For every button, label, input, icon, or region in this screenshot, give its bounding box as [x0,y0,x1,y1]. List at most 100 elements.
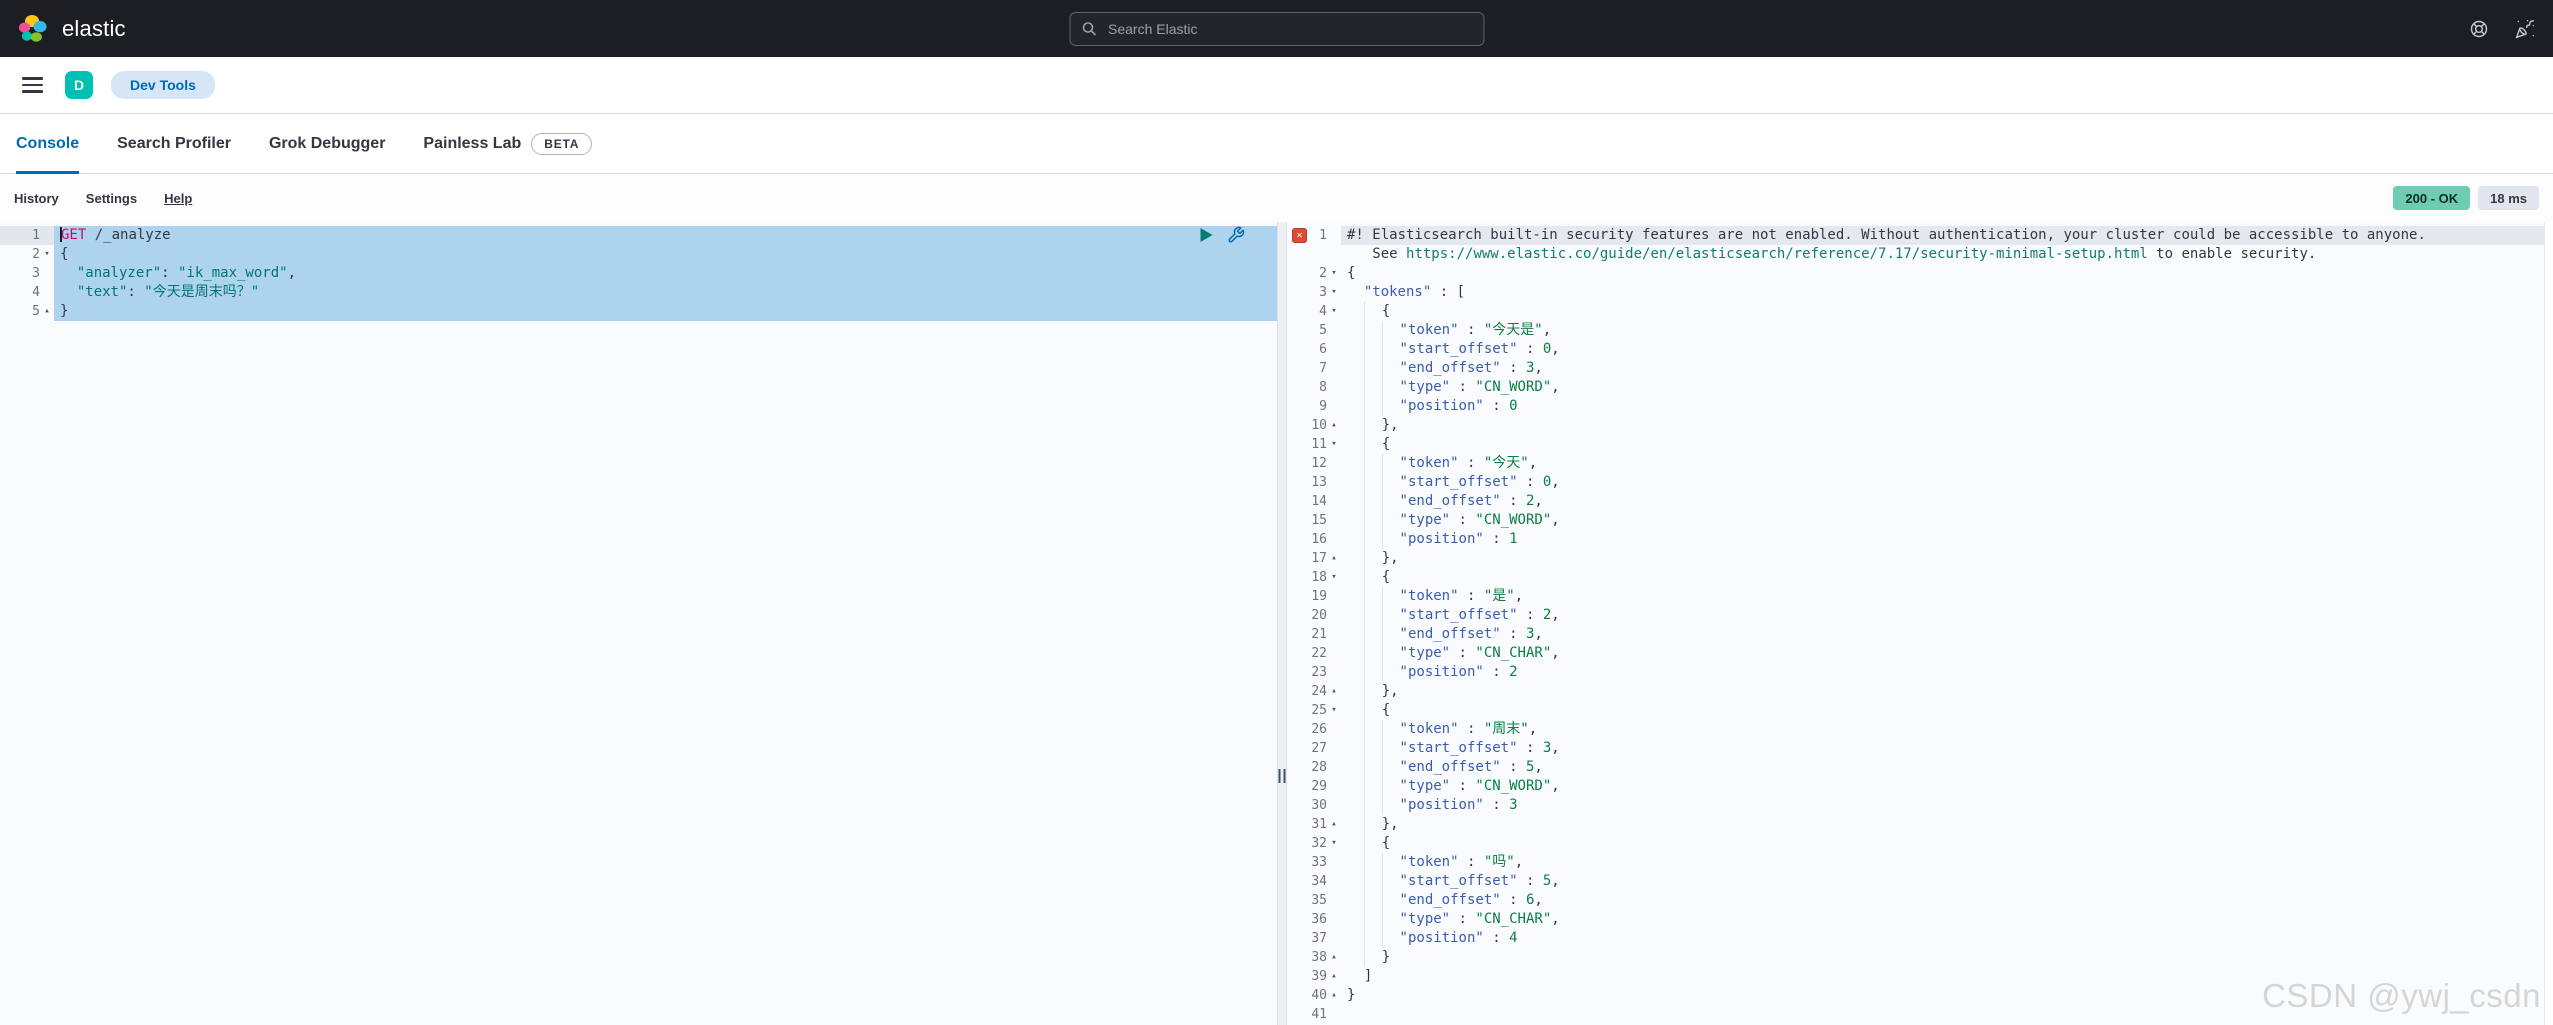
error-marker-icon: ✕ [1292,228,1307,243]
global-search[interactable] [1069,11,1484,46]
line-number: 21 [1311,627,1327,642]
code-line: 5▴} [0,302,1277,321]
fold-caret-icon[interactable]: ▴ [44,306,50,316]
response-editor[interactable]: ✕1#! Elasticsearch built-in security fea… [1287,222,2553,1025]
settings-menu-item[interactable]: Settings [85,190,138,206]
watermark: CSDN @ywj_csdn [2262,977,2541,1014]
line-number: 19 [1311,589,1327,604]
line-number: 20 [1311,608,1327,623]
line-number: 30 [1311,798,1327,813]
code-line: 9"position" : 0 [1319,397,1518,416]
code-line: 33"token" : "吗", [1311,853,1524,872]
fold-caret-icon[interactable]: ▾ [1331,838,1337,848]
help-menu-item[interactable]: Help [164,190,193,206]
code-line: 22"type" : "CN_CHAR", [1311,644,1560,663]
code-line: 30"position" : 3 [1311,796,1518,815]
line-number: 5 [1319,323,1327,338]
code-line: 19"token" : "是", [1311,587,1524,606]
line-number: 23 [1311,665,1327,680]
code-line: 18▾{ [1311,568,1391,587]
search-icon [1081,21,1097,37]
line-number: 12 [1311,456,1327,471]
line-number: 25 [1311,703,1327,718]
fold-caret-icon[interactable]: ▴ [1331,420,1337,430]
tab-search-profiler[interactable]: Search Profiler [117,134,231,152]
code-line: 8"type" : "CN_WORD", [1319,378,1560,397]
code-line: 32▾{ [1311,834,1391,853]
elastic-brand[interactable]: elastic [18,14,126,44]
code-line: 29"type" : "CN_WORD", [1311,777,1560,796]
line-number: 26 [1311,722,1327,737]
fold-caret-icon[interactable]: ▴ [1331,971,1337,981]
fold-caret-icon[interactable]: ▾ [1331,705,1337,715]
line-number: 27 [1311,741,1327,756]
search-input[interactable] [1106,19,1472,38]
line-number: 3 [32,266,40,281]
fold-caret-icon[interactable]: ▾ [1331,306,1337,316]
app-header: elastic [0,0,2553,57]
line-number: 29 [1311,779,1327,794]
line-number: 38 [1311,950,1327,965]
breadcrumb[interactable]: Dev Tools [111,71,215,99]
help-button[interactable] [2469,19,2489,39]
code-line: 6"start_offset" : 0, [1319,340,1560,359]
code-line: 41 [1287,1005,2553,1024]
line-number: 32 [1311,836,1327,851]
code-line: 35"end_offset" : 6, [1311,891,1543,910]
fold-caret-icon[interactable]: ▾ [1331,287,1337,297]
code-line: 23"position" : 2 [1311,663,1518,682]
fold-caret-icon[interactable]: ▾ [44,249,50,259]
line-number: 2 [32,247,40,262]
menu-icon[interactable] [18,73,47,97]
fold-caret-icon[interactable]: ▴ [1331,952,1337,962]
code-line: 40▴} [1311,987,1356,1003]
line-number: 1 [32,228,40,243]
code-line: 12"token" : "今天", [1311,454,1538,473]
beta-badge: BETA [531,132,593,155]
line-number: 36 [1311,912,1327,927]
fold-caret-icon[interactable]: ▴ [1331,553,1337,563]
line-number: 4 [1319,304,1327,319]
send-request-button[interactable] [1199,227,1214,243]
code-line: 13"start_offset" : 0, [1311,473,1560,492]
code-line: 4"text": "今天是周末吗？" [0,283,1277,302]
breadcrumb-bar: D Dev Tools [0,57,2553,114]
fold-caret-icon[interactable]: ▾ [1331,268,1337,278]
newsfeed-button[interactable] [2515,19,2535,39]
response-code: ✕1#! Elasticsearch built-in security fea… [1287,222,2553,1024]
line-number: 15 [1311,513,1327,528]
line-number: 5 [32,304,40,319]
line-number: 14 [1311,494,1327,509]
line-number: 22 [1311,646,1327,661]
tab-console[interactable]: Console [16,114,80,174]
line-number: 33 [1311,855,1327,870]
code-line: 17▴}, [1311,549,1399,568]
history-menu-item[interactable]: History [14,190,59,206]
code-line: 3"analyzer": "ik_max_word", [0,264,1277,283]
line-number: 34 [1311,874,1327,889]
tab-grok-debugger[interactable]: Grok Debugger [268,134,386,152]
code-line: 25▾{ [1311,701,1391,720]
fold-caret-icon[interactable]: ▴ [1331,819,1337,829]
tab-painless-lab[interactable]: Painless Lab BETA [423,114,593,173]
code-line: 4▾{ [1319,302,1391,321]
code-line: 11▾{ [1311,435,1391,454]
line-number: 1 [1319,228,1327,243]
text-cursor [60,226,62,242]
fold-caret-icon[interactable]: ▾ [1331,439,1337,449]
wrench-icon[interactable] [1227,226,1245,244]
fold-caret-icon[interactable]: ▴ [1331,990,1337,1000]
code-line: 24▴}, [1311,682,1399,701]
fold-caret-icon[interactable]: ▴ [1331,686,1337,696]
panel-divider[interactable] [1277,222,1287,1025]
line-number: 17 [1311,551,1327,566]
code-line: 14"end_offset" : 2, [1311,492,1543,511]
code-line: 36"type" : "CN_CHAR", [1311,910,1560,929]
space-avatar[interactable]: D [65,71,93,99]
code-line: ✕1#! Elasticsearch built-in security fea… [1287,226,2553,245]
fold-caret-icon[interactable]: ▾ [1331,572,1337,582]
code-line: 3▾"tokens" : [ [1319,284,1465,300]
resize-handle[interactable] [1277,767,1288,785]
